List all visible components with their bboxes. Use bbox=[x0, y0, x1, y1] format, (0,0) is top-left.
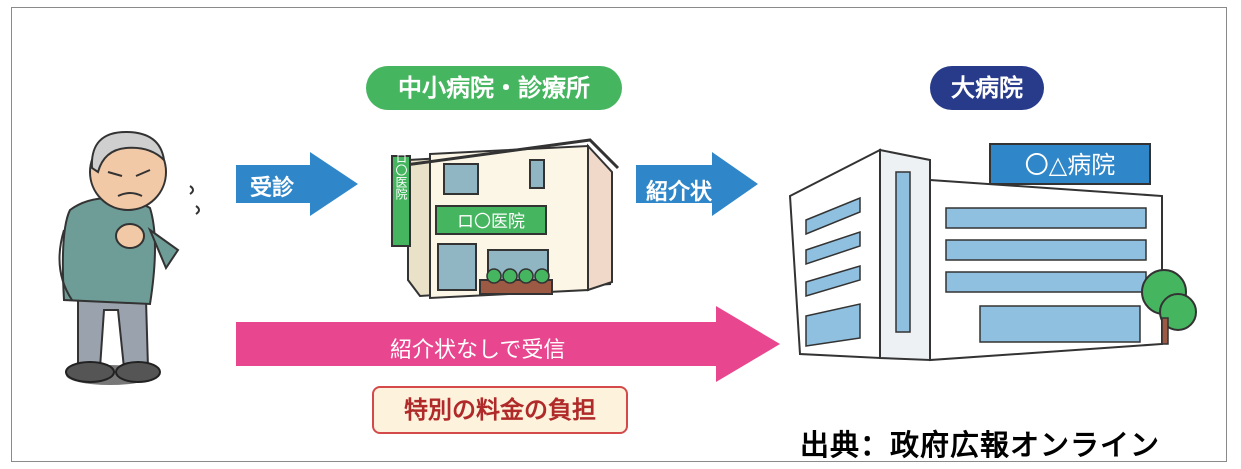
clinic-sign: ロ〇医院 bbox=[457, 212, 525, 232]
visit-arrow-label: 受診 bbox=[250, 176, 295, 201]
clinic-category-label: 中小病院・診療所 bbox=[366, 66, 622, 110]
referral-arrow-label: 紹介状 bbox=[646, 180, 713, 205]
referral-arrow bbox=[636, 152, 758, 216]
visit-arrow bbox=[236, 152, 358, 216]
clinic-building-illustration: ロ〇医院 ロ〇医院 bbox=[391, 138, 620, 300]
clinic-vertical-sign: ロ〇医院 bbox=[394, 152, 408, 200]
special-fee-burden-box: 特別の料金の負担 bbox=[372, 386, 628, 434]
hospital-sign: 〇△病院 bbox=[1025, 151, 1115, 179]
no-referral-arrow-label: 紹介状なしで受信 bbox=[390, 338, 566, 363]
elderly-patient-illustration bbox=[58, 130, 200, 385]
big-hospital-illustration: 〇△病院 bbox=[788, 143, 1197, 362]
no-referral-arrow bbox=[236, 306, 780, 382]
source-credit: 出典：政府広報オンライン bbox=[800, 428, 1161, 462]
big-hospital-category-label: 大病院 bbox=[930, 66, 1044, 110]
